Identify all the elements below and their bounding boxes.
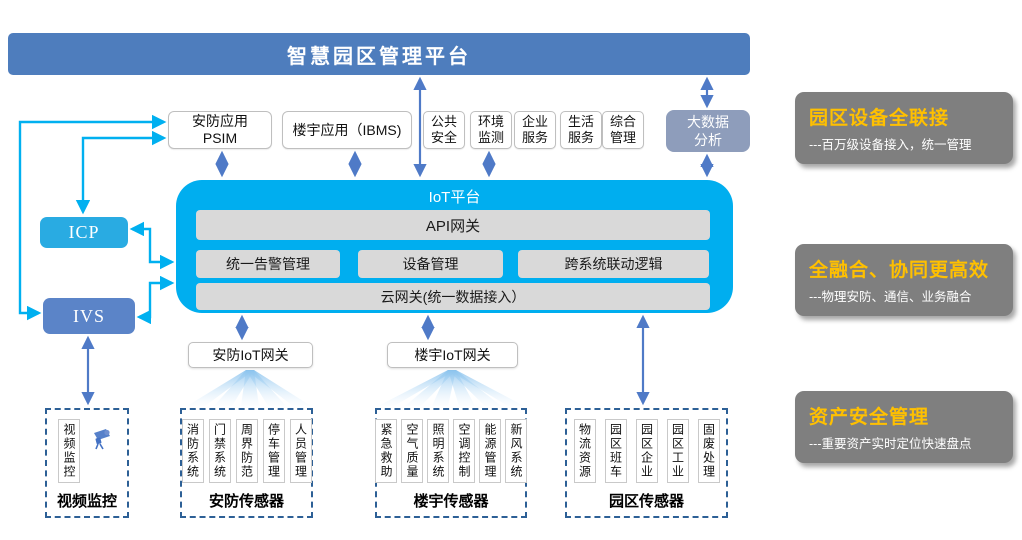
link-icp-iot — [129, 221, 175, 270]
sensor-column: 新风系统 — [505, 419, 527, 483]
cloud-gateway-bar: 云网关(统一数据接入） — [196, 283, 710, 310]
sensor-columns: 紧急救助 空气质量 照明系统 空调控制 能源管理 新风系统 — [375, 419, 527, 483]
security-gateway-beams — [187, 370, 311, 406]
sensor-group-park: 物流资源 园区班车 园区企业 园区工业 固废处理 园区传感器 — [565, 408, 728, 518]
sensor-column: 停车管理 — [262, 419, 285, 483]
callout-fusion-efficiency: 全融合、协同更高效 ---物理安防、通信、业务融合 — [795, 244, 1013, 316]
sensor-column: 园区工业 — [666, 419, 689, 483]
sensor-column: 门禁系统 — [208, 419, 231, 483]
module-cross-system-logic: 跨系统联动逻辑 — [518, 250, 709, 278]
icp-box: ICP — [40, 217, 128, 248]
service-comprehensive: 综合 管理 — [602, 111, 644, 149]
sensor-columns: 消防系统 门禁系统 周界防范 停车管理 人员管理 — [181, 419, 312, 483]
building-gateway-beams — [378, 370, 524, 406]
sensor-column: 人员管理 — [289, 419, 312, 483]
callout-title: 资产安全管理 — [809, 407, 930, 428]
callout-asset-safety: 资产安全管理 ---重要资产实时定位快速盘点 — [795, 391, 1013, 463]
callout-device-connect: 园区设备全联接 ---百万级设备接入，统一管理 — [795, 92, 1013, 164]
link-ivs-iot — [136, 275, 175, 325]
sensor-group-building: 紧急救助 空气质量 照明系统 空调控制 能源管理 新风系统 楼宇传感器 — [375, 408, 527, 518]
building-iot-gateway: 楼宇IoT网关 — [387, 342, 518, 368]
callout-title: 园区设备全联接 — [809, 108, 950, 129]
ibms-app-box: 楼宇应用（IBMS) — [282, 111, 412, 149]
sensor-column: 空调控制 — [453, 419, 475, 483]
callout-subtitle: ---重要资产实时定位快速盘点 — [809, 437, 972, 451]
sensor-group-label: 安防传感器 — [208, 493, 284, 510]
service-living: 生活 服务 — [560, 111, 602, 149]
bigdata-analysis-box: 大数据 分析 — [666, 110, 750, 152]
psim-app-box: 安防应用 PSIM — [168, 111, 272, 149]
sensor-group-security: 消防系统 门禁系统 周界防范 停车管理 人员管理 安防传感器 — [180, 408, 313, 518]
service-env-monitor: 环境 监测 — [470, 111, 512, 149]
link-icp-psim — [75, 130, 167, 215]
sensor-column: 空气质量 — [401, 419, 423, 483]
sensor-column: 周界防范 — [235, 419, 258, 483]
camera-icon — [94, 429, 110, 450]
security-iot-gateway: 安防IoT网关 — [188, 342, 313, 368]
iot-platform-title: IoT平台 — [428, 189, 481, 206]
service-enterprise: 企业 服务 — [514, 111, 556, 149]
sensor-column: 消防系统 — [181, 419, 204, 483]
service-public-safety: 公共 安全 — [423, 111, 465, 149]
ivs-box: IVS — [43, 298, 135, 334]
module-device-mgmt: 设备管理 — [358, 250, 503, 278]
callout-title: 全融合、协同更高效 — [809, 260, 990, 281]
sensor-group-label: 楼宇传感器 — [413, 493, 489, 510]
callout-subtitle: ---百万级设备接入，统一管理 — [809, 138, 972, 152]
sensor-column: 固废处理 — [697, 419, 720, 483]
sensor-column: 能源管理 — [479, 419, 501, 483]
module-alarm-mgmt: 统一告警管理 — [196, 250, 340, 278]
sensor-column: 照明系统 — [427, 419, 449, 483]
banner-title-bar: 智慧园区管理平台 — [8, 33, 750, 75]
sensor-columns: 视频监控 — [58, 419, 116, 483]
sensor-group-video: 视频监控 视频监控 — [45, 408, 129, 518]
sensor-column: 园区班车 — [604, 419, 627, 483]
sensor-group-label: 视频监控 — [56, 493, 117, 510]
banner-title: 智慧园区管理平台 — [287, 45, 471, 68]
callout-subtitle: ---物理安防、通信、业务融合 — [809, 290, 972, 304]
sensor-columns: 物流资源 园区班车 园区企业 园区工业 固废处理 — [573, 419, 720, 483]
sensor-column: 物流资源 — [573, 419, 596, 483]
sensor-column: 园区企业 — [635, 419, 658, 483]
sensor-group-label: 园区传感器 — [608, 493, 684, 510]
sensor-column: 紧急救助 — [375, 419, 397, 483]
sensor-column: 视频监控 — [58, 419, 80, 483]
api-gateway-bar: API网关 — [196, 210, 710, 240]
